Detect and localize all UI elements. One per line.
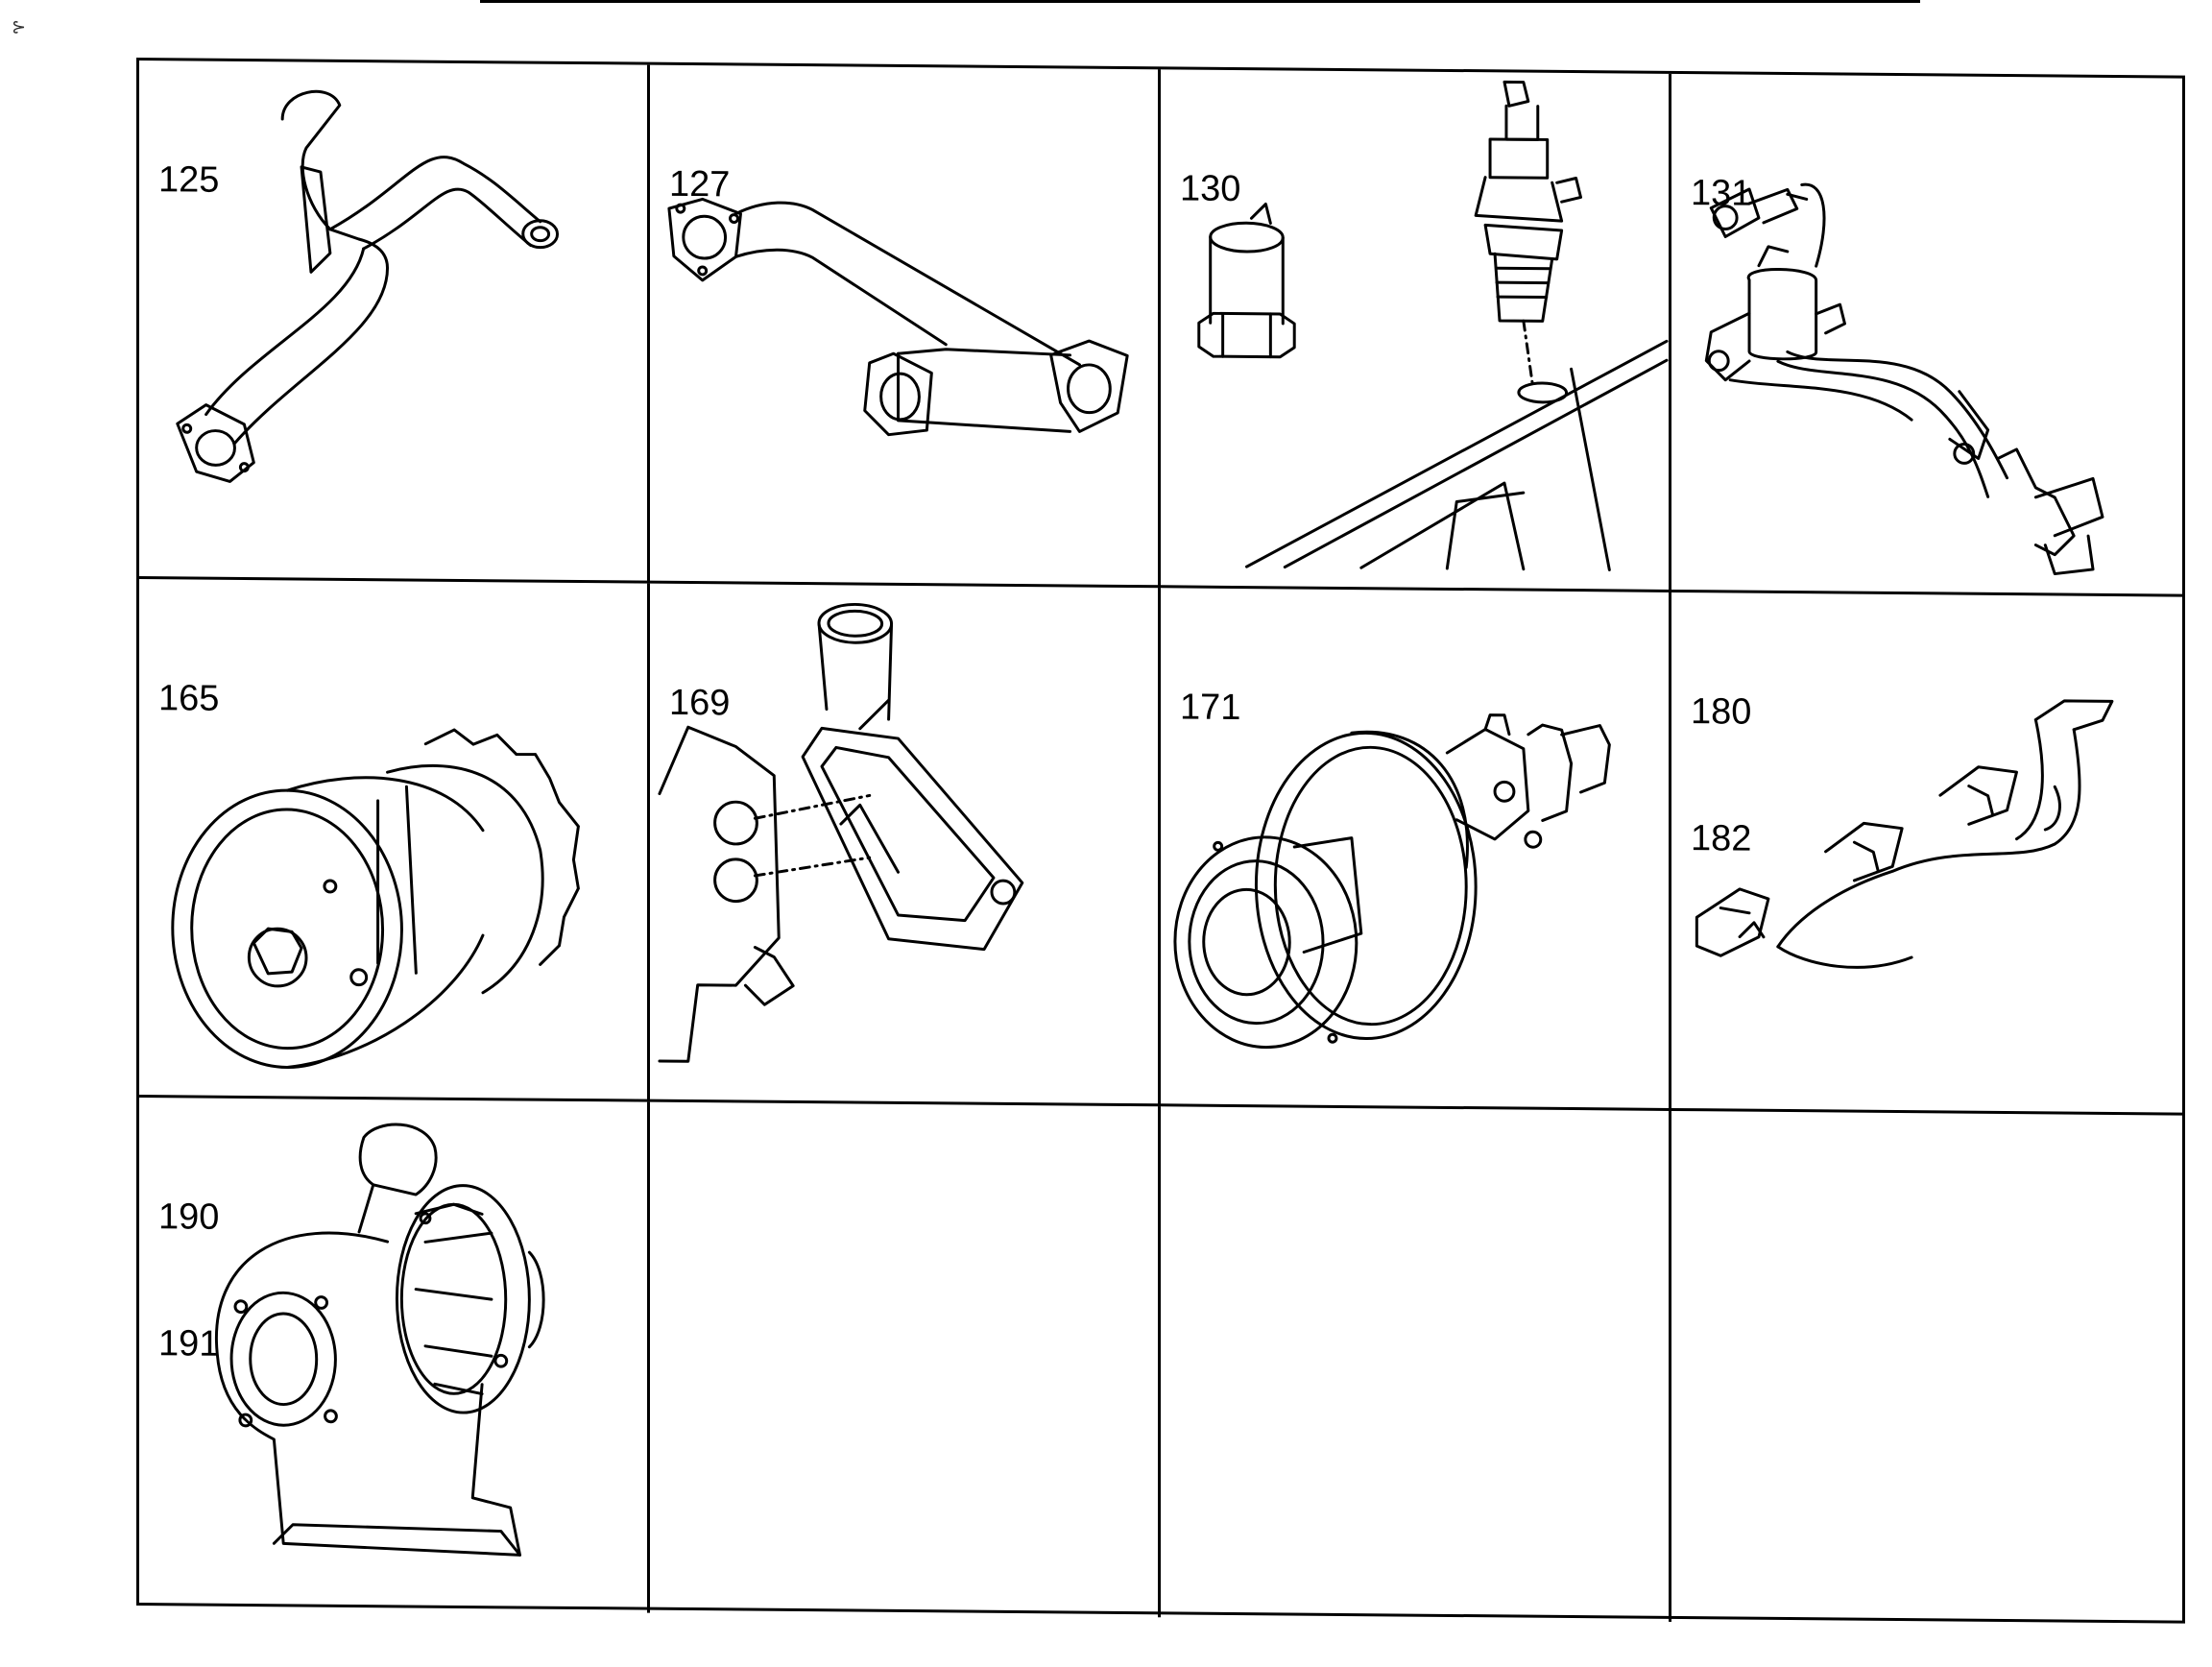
cell-165[interactable]: 165 <box>139 579 650 1102</box>
exhaust-manifold-icon <box>1695 699 2114 969</box>
water-pump-icon <box>1173 713 1611 1050</box>
cell-171[interactable]: 171 <box>1161 588 1671 1111</box>
cell-169[interactable]: 169 <box>650 583 1161 1107</box>
exhaust-pipe-icon <box>176 89 560 483</box>
empty-cell <box>1671 1111 2182 1627</box>
fan-drive-icon <box>171 728 580 1070</box>
empty-cell <box>1161 1106 1671 1622</box>
parts-grid: 125 127 <box>136 58 2185 1624</box>
top-rule <box>480 0 1920 3</box>
corner-mark-icon: ⊱ <box>12 17 27 36</box>
injector-icon <box>1197 80 1669 571</box>
cell-127[interactable]: 127 <box>650 64 1161 589</box>
turbocharger-icon <box>214 1123 545 1557</box>
exhaust-elbow-icon <box>667 197 1129 437</box>
cell-180-182[interactable]: 180 182 <box>1671 592 2182 1116</box>
thermostat-housing-icon <box>658 602 1024 1063</box>
cell-130[interactable]: 130 <box>1161 69 1671 592</box>
injection-lines-icon <box>1704 182 2104 576</box>
empty-cell <box>650 1101 1161 1618</box>
cell-190-191[interactable]: 190 191 <box>139 1098 650 1613</box>
cell-131[interactable]: 131 <box>1671 73 2182 597</box>
cell-125[interactable]: 125 <box>139 60 650 584</box>
